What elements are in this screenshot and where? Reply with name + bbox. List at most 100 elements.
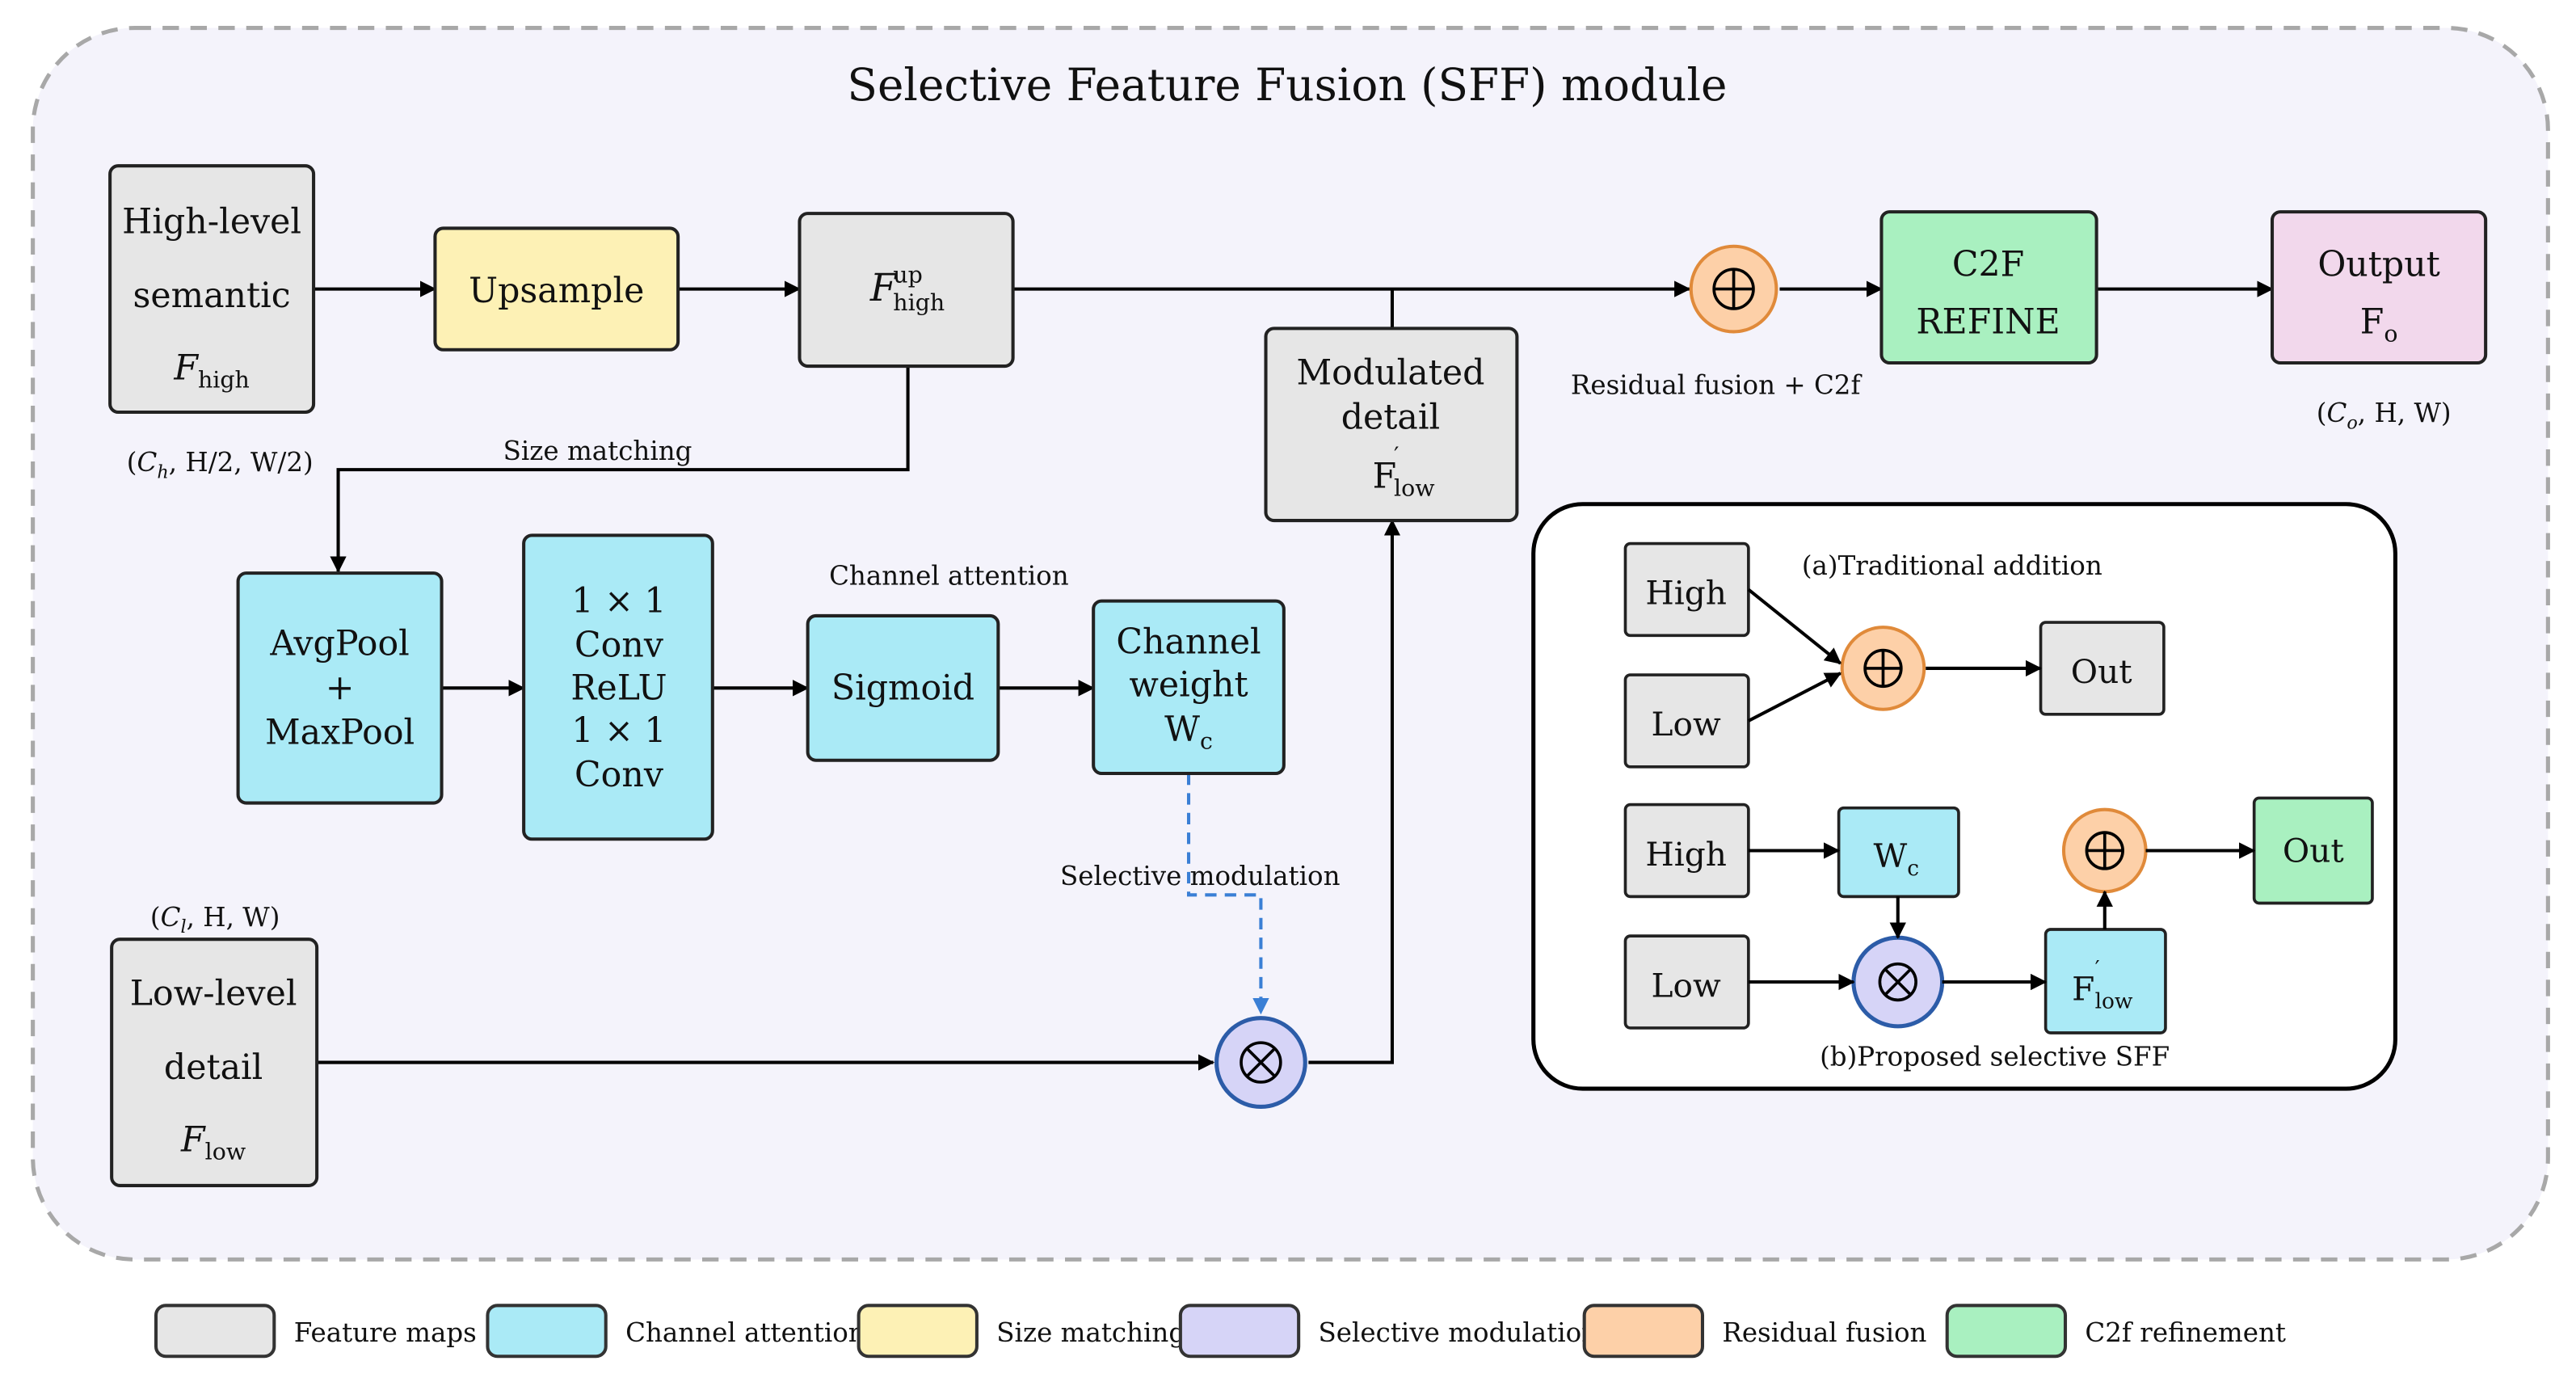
inset-b-flow: F ′ low — [2044, 928, 2167, 1034]
legend-label: Feature maps — [294, 1317, 477, 1348]
high-level-line2: semantic — [133, 276, 291, 316]
legend-label: Residual fusion — [1722, 1317, 1926, 1348]
inset-a-arrows — [1747, 588, 2043, 723]
conv-line1: 1 × 1 — [571, 581, 666, 621]
module-title: Selective Feature Fusion (SFF) module — [847, 59, 1727, 111]
c2f-line2: REFINE — [1916, 301, 2060, 342]
inset-a-high: High — [1623, 541, 1750, 638]
low-level-line2: detail — [164, 1047, 263, 1088]
high-level-line1: High-level — [122, 202, 301, 242]
size-matching-annotation: Size matching — [503, 436, 692, 466]
legend-item: C2f refinement — [1945, 1304, 2286, 1359]
legend-swatch — [154, 1304, 276, 1359]
output-symbol: Fo — [2360, 301, 2398, 347]
f-high-up-sup: up — [893, 261, 923, 288]
channel-attention-annotation: Channel attention — [829, 560, 1069, 591]
inset-b-low-label: Low — [1652, 966, 1721, 1005]
conv-line4: 1 × 1 — [571, 710, 666, 751]
inset-b-out-label: Out — [2283, 832, 2344, 870]
low-dims-annotation: (Cl, H, W) — [150, 902, 280, 937]
legend-swatch — [486, 1304, 608, 1359]
inset-b-wc-label: Wc — [1873, 836, 1919, 881]
c2f-line1: C2F — [1952, 244, 2024, 284]
node-avgpool-maxpool: AvgPool + MaxPool — [236, 571, 444, 805]
inset-a-low-label: Low — [1652, 705, 1721, 744]
inset-b-add-icon — [2061, 807, 2148, 894]
legend-item: Size matching — [857, 1304, 1185, 1359]
legend-swatch — [1178, 1304, 1301, 1359]
legend-label: Size matching — [996, 1317, 1185, 1348]
inset-b-out: Out — [2252, 796, 2374, 905]
legend: Feature maps Channel attention Size matchi… — [154, 1304, 2286, 1359]
inset-b-low: Low — [1623, 934, 1750, 1030]
conv-line5: Conv — [575, 755, 663, 795]
inset-b-flow-sub: low — [2095, 989, 2133, 1014]
inset-b-caption: (b)Proposed selective SFF — [1820, 1042, 2170, 1072]
legend-label: Selective modulation — [1319, 1317, 1599, 1348]
inset-a-high-label: High — [1645, 574, 1727, 613]
avgpool-line1: AvgPool — [269, 624, 409, 664]
inset-a-out: Out — [2039, 621, 2166, 716]
low-level-symbol: Flow — [180, 1119, 246, 1165]
legend-item: Feature maps — [154, 1304, 477, 1359]
modulated-symbol: F — [1373, 456, 1397, 496]
node-upsample: Upsample — [433, 226, 680, 352]
inset-a-out-label: Out — [2071, 652, 2132, 691]
modulated-prime: ′ — [1394, 442, 1399, 469]
node-conv-block: 1 × 1 Conv ReLU 1 × 1 Conv — [522, 533, 714, 841]
dashed-arrow-selective-modulation — [1186, 773, 1269, 1015]
high-dims-annotation: (Ch, H/2, W/2) — [127, 447, 314, 482]
modulated-sub: low — [1394, 475, 1435, 502]
conv-line3: ReLU — [570, 668, 667, 709]
low-level-line1: Low-level — [130, 973, 297, 1013]
legend-label: Channel attention — [625, 1317, 865, 1348]
modulated-line1: Modulated — [1296, 352, 1484, 393]
output-dims-annotation: (Co, H, W) — [2317, 398, 2452, 433]
arrow-size-matching — [330, 366, 910, 573]
comparison-inset: (a)Traditional addition High Low Out H — [1531, 502, 2397, 1091]
f-high-up-sub: high — [893, 289, 945, 316]
node-channel-weight: Channel weight Wc — [1092, 599, 1286, 776]
legend-item: Residual fusion — [1582, 1304, 1927, 1359]
inset-b-high: High — [1623, 803, 1750, 899]
f-high-up-symbol: F — [869, 267, 898, 310]
node-output: Output Fo — [2270, 210, 2488, 365]
legend-item: Selective modulation — [1178, 1304, 1599, 1359]
avgpool-line2: + — [326, 668, 355, 709]
connectors — [314, 280, 2274, 1071]
legend-swatch — [1582, 1304, 1705, 1359]
residual-add-icon — [1689, 244, 1778, 334]
node-c2f-refine: C2F REFINE — [1879, 210, 2098, 365]
channel-weight-symbol: Wc — [1164, 709, 1213, 754]
legend-swatch — [857, 1304, 979, 1359]
selective-modulation-annotation: Selective modulation — [1060, 861, 1341, 891]
legend-swatch — [1945, 1304, 2068, 1359]
inset-a-caption: (a)Traditional addition — [1802, 550, 2102, 581]
inset-b-wc: Wc — [1837, 806, 1960, 899]
modulated-line2: detail — [1341, 397, 1440, 437]
sigmoid-label: Sigmoid — [831, 668, 974, 709]
residual-annotation: Residual fusion + C2f — [1571, 370, 1863, 401]
node-low-level: Low-level detail Flow — [110, 937, 319, 1187]
inset-a-low: Low — [1623, 673, 1750, 769]
channel-weight-line1: Channel — [1116, 622, 1261, 663]
legend-label: C2f refinement — [2085, 1317, 2286, 1348]
inset-b-flow-sym: F — [2072, 969, 2094, 1008]
inset-b-arrows — [1748, 842, 2256, 991]
avgpool-line3: MaxPool — [265, 712, 415, 752]
inset-b-high-label: High — [1645, 835, 1727, 874]
high-level-symbol: Fhigh — [173, 348, 250, 393]
node-f-high-up: F up high — [798, 212, 1015, 369]
inset-b-multiply-icon — [1851, 935, 1945, 1029]
legend-item: Channel attention — [486, 1304, 865, 1359]
conv-line2: Conv — [575, 626, 663, 666]
channel-weight-line2: weight — [1129, 664, 1248, 705]
node-sigmoid: Sigmoid — [806, 613, 1000, 762]
inset-a-add-icon — [1840, 626, 1926, 711]
upsample-label: Upsample — [469, 271, 644, 311]
node-high-level: High-level semantic Fhigh — [108, 164, 316, 415]
output-line1: Output — [2317, 244, 2440, 284]
inset-b-flow-prime: ′ — [2095, 956, 2100, 981]
